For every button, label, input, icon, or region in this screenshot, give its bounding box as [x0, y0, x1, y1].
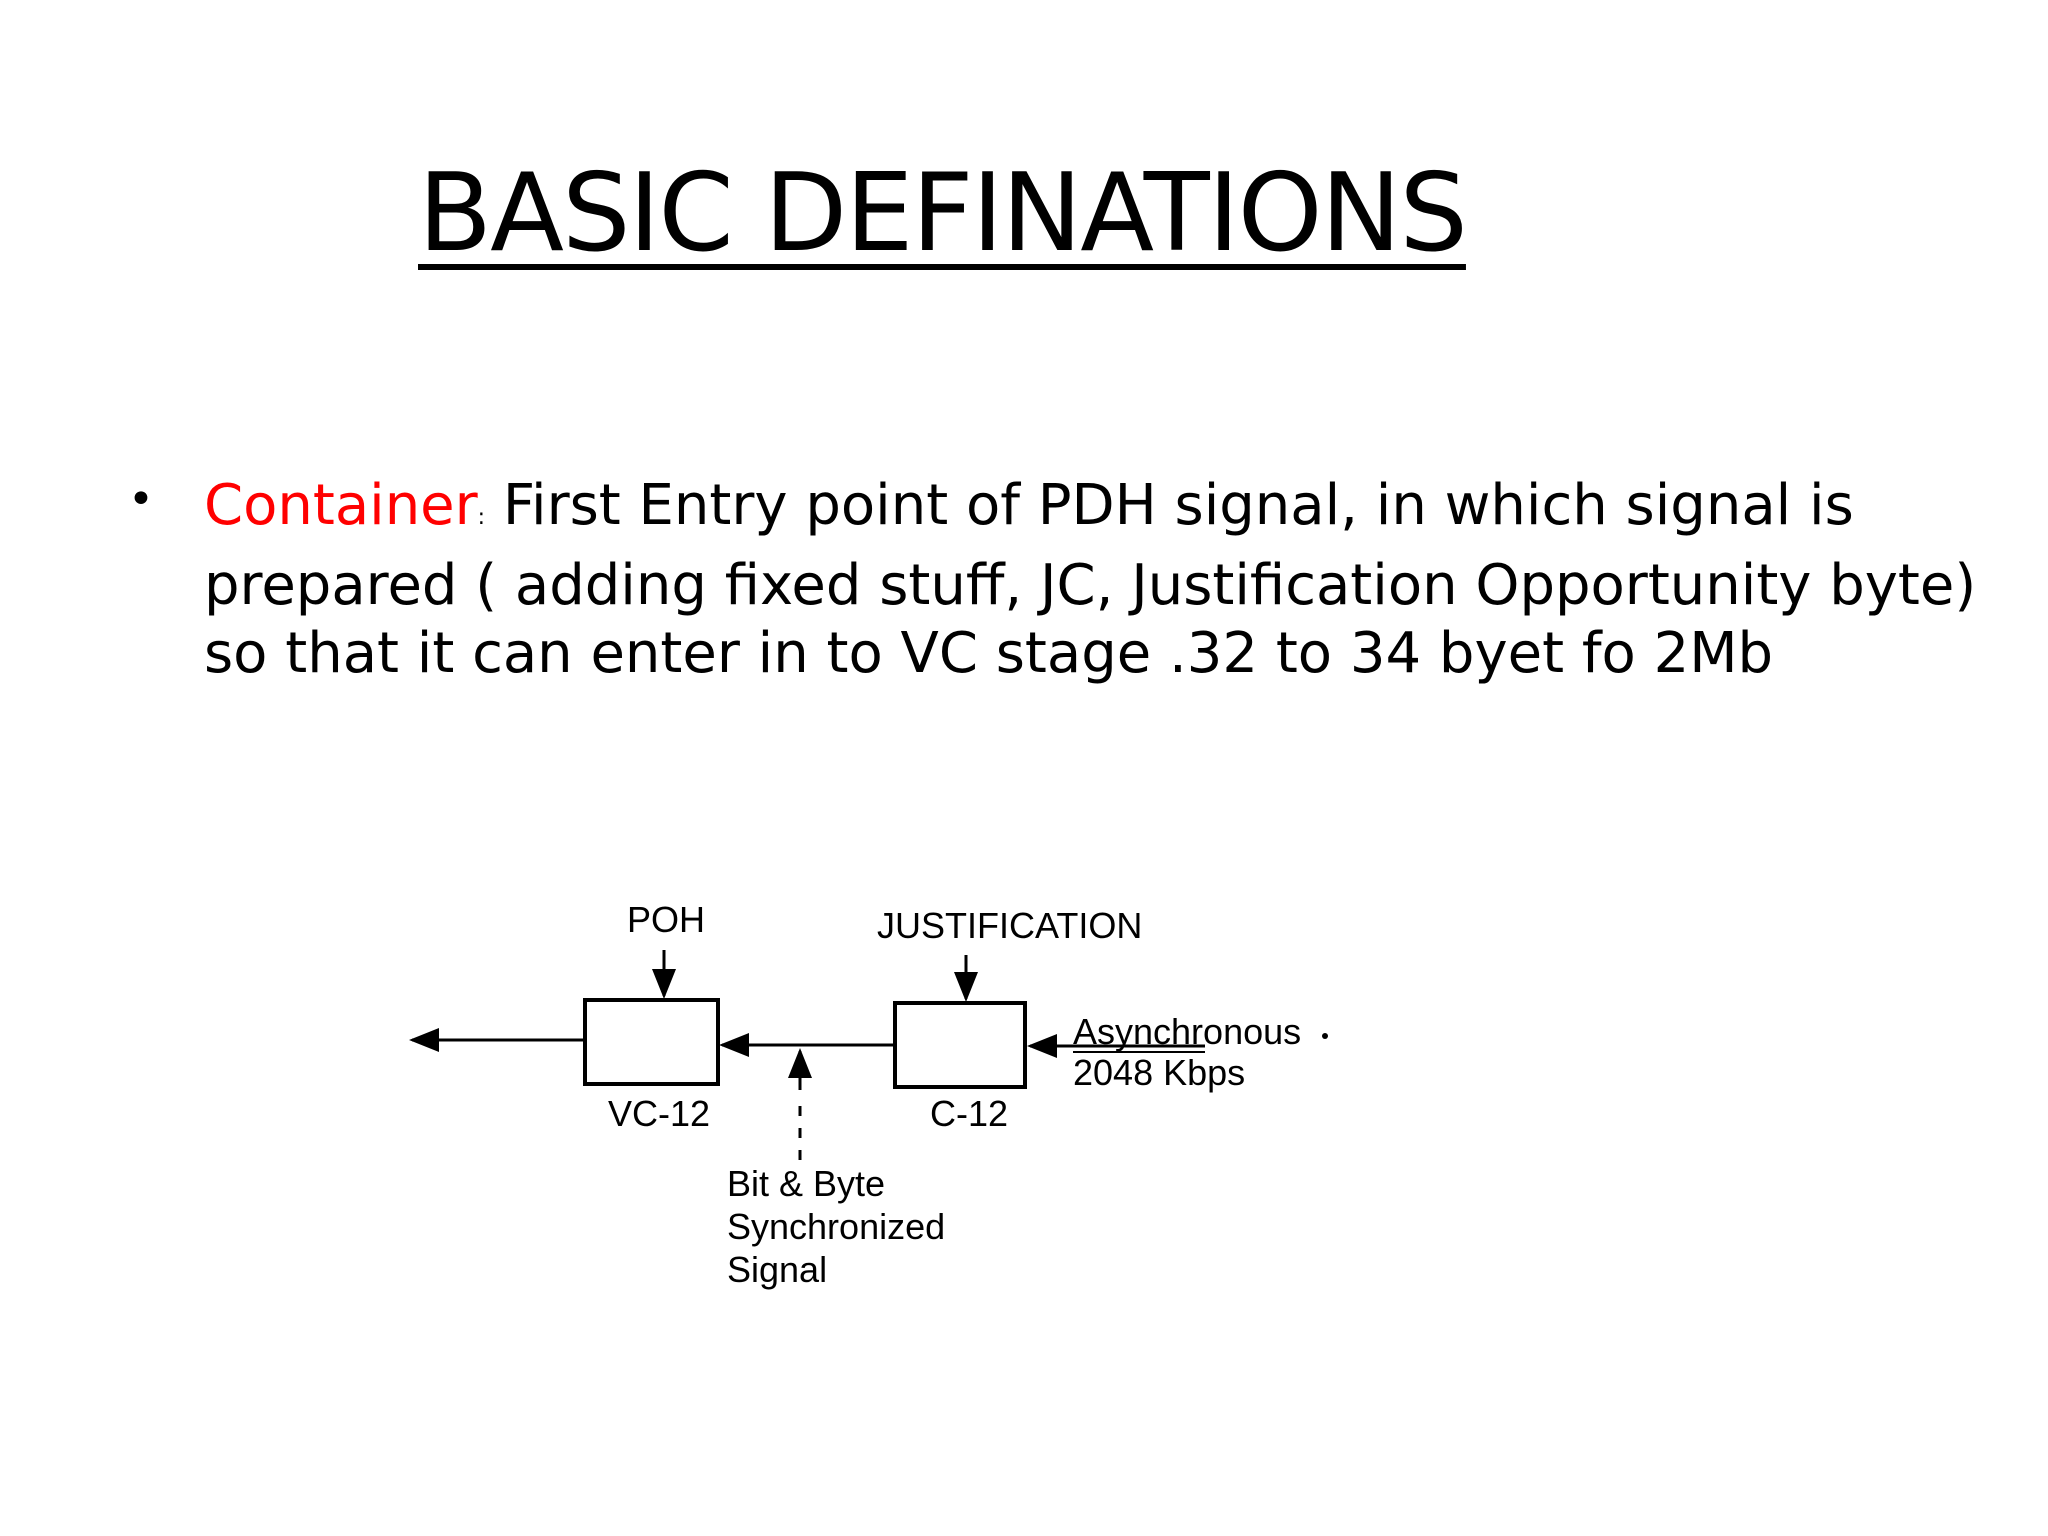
- c12-box: [893, 1001, 1027, 1089]
- poh-label: POH: [627, 899, 705, 940]
- vc12-box: [583, 998, 720, 1086]
- async-label-line1: Asynchronous: [1073, 1011, 1301, 1052]
- sync-label-line3: Signal: [727, 1249, 827, 1290]
- term-separator: :: [477, 505, 486, 530]
- definition-text: Container: First Entry point of PDH sign…: [204, 472, 2024, 688]
- sync-label-line1: Bit & Byte: [727, 1163, 885, 1204]
- definition-term: Container: [204, 473, 478, 538]
- async-dot: [1322, 1033, 1328, 1039]
- bullet-marker: •: [128, 474, 154, 525]
- definition-body: First Entry point of PDH signal, in whic…: [204, 473, 1977, 686]
- sync-label-line2: Synchronized: [727, 1206, 945, 1247]
- slide-title: BASIC DEFINATIONS: [418, 151, 1468, 276]
- vc12-label: VC-12: [608, 1093, 710, 1134]
- justification-label: JUSTIFICATION: [877, 905, 1142, 946]
- async-label-line2: 2048 Kbps: [1073, 1052, 1245, 1093]
- c12-label: C-12: [930, 1093, 1008, 1134]
